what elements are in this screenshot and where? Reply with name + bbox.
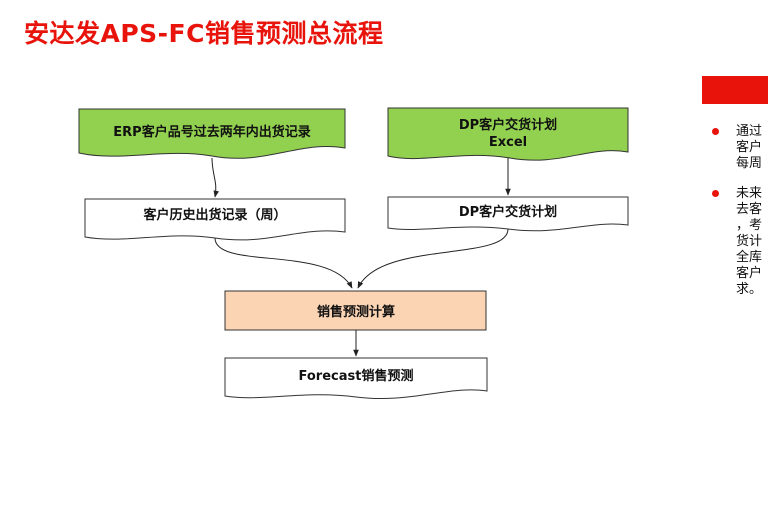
bullet-item: 未来 去客 ，考 货计 全库 客户 求。: [712, 186, 768, 298]
forecast-calc-label: 销售预测计算: [317, 304, 395, 320]
bullet-text-line: 客户: [736, 266, 763, 281]
dp-plan-label-line1: DP客户交货计划: [459, 117, 557, 133]
erp-history-label: ERP客户品号过去两年内出货记录: [113, 124, 310, 140]
forecast-calc-shape: [224, 290, 487, 331]
side-header-bar: [702, 76, 768, 104]
forecast-output-node[interactable]: Forecast销售预测: [224, 357, 488, 400]
bullet-dot-icon: [712, 128, 719, 135]
bullet-text-line: 全库: [736, 250, 763, 265]
arrow-history-to-calc: [214, 237, 353, 289]
customer-history-label: 客户历史出货记录（周）: [143, 207, 286, 223]
erp-history-node[interactable]: ERP客户品号过去两年内出货记录: [78, 108, 346, 159]
dp-delivery-label: DP客户交货计划: [459, 204, 557, 220]
bullet-text-line: 通过: [736, 124, 763, 139]
arrow-delivery-to-calc: [357, 228, 509, 289]
bullet-text-line: ，考: [736, 218, 763, 233]
dp-delivery-node[interactable]: DP客户交货计划: [387, 196, 629, 232]
erp-history-shape: [78, 108, 346, 159]
bullet-text-line: 求。: [736, 282, 763, 297]
bullet-text-line: 每周: [736, 156, 763, 171]
page-title: 安达发APS-FC销售预测总流程: [24, 19, 384, 48]
arrow-erp-to-history: [211, 157, 219, 198]
dp-plan-shape: [387, 107, 629, 161]
bullet-dot-icon: [712, 190, 719, 197]
dp-plan-label-line2: Excel: [489, 135, 527, 150]
bullet-text-line: 货计: [736, 234, 763, 249]
side-bullet-list: 通过 客户 每周 未来 去客 ，考 货计 全库 客户 求。: [712, 124, 768, 312]
flowchart: ERP客户品号过去两年内出货记录 DP客户交货计划 Excel 客户历史出货记录…: [78, 107, 629, 400]
bullet-text-line: 去客: [736, 202, 763, 217]
forecast-calc-node[interactable]: 销售预测计算: [224, 290, 487, 331]
bullet-text-line: 客户: [736, 140, 763, 155]
customer-history-node[interactable]: 客户历史出货记录（周）: [84, 198, 346, 241]
forecast-output-label: Forecast销售预测: [299, 368, 414, 384]
forecast-output-shape: [224, 357, 488, 400]
bullet-item: 通过 客户 每周: [712, 124, 768, 172]
dp-plan-node[interactable]: DP客户交货计划 Excel: [387, 107, 629, 161]
bullet-text-line: 未来: [736, 186, 763, 201]
